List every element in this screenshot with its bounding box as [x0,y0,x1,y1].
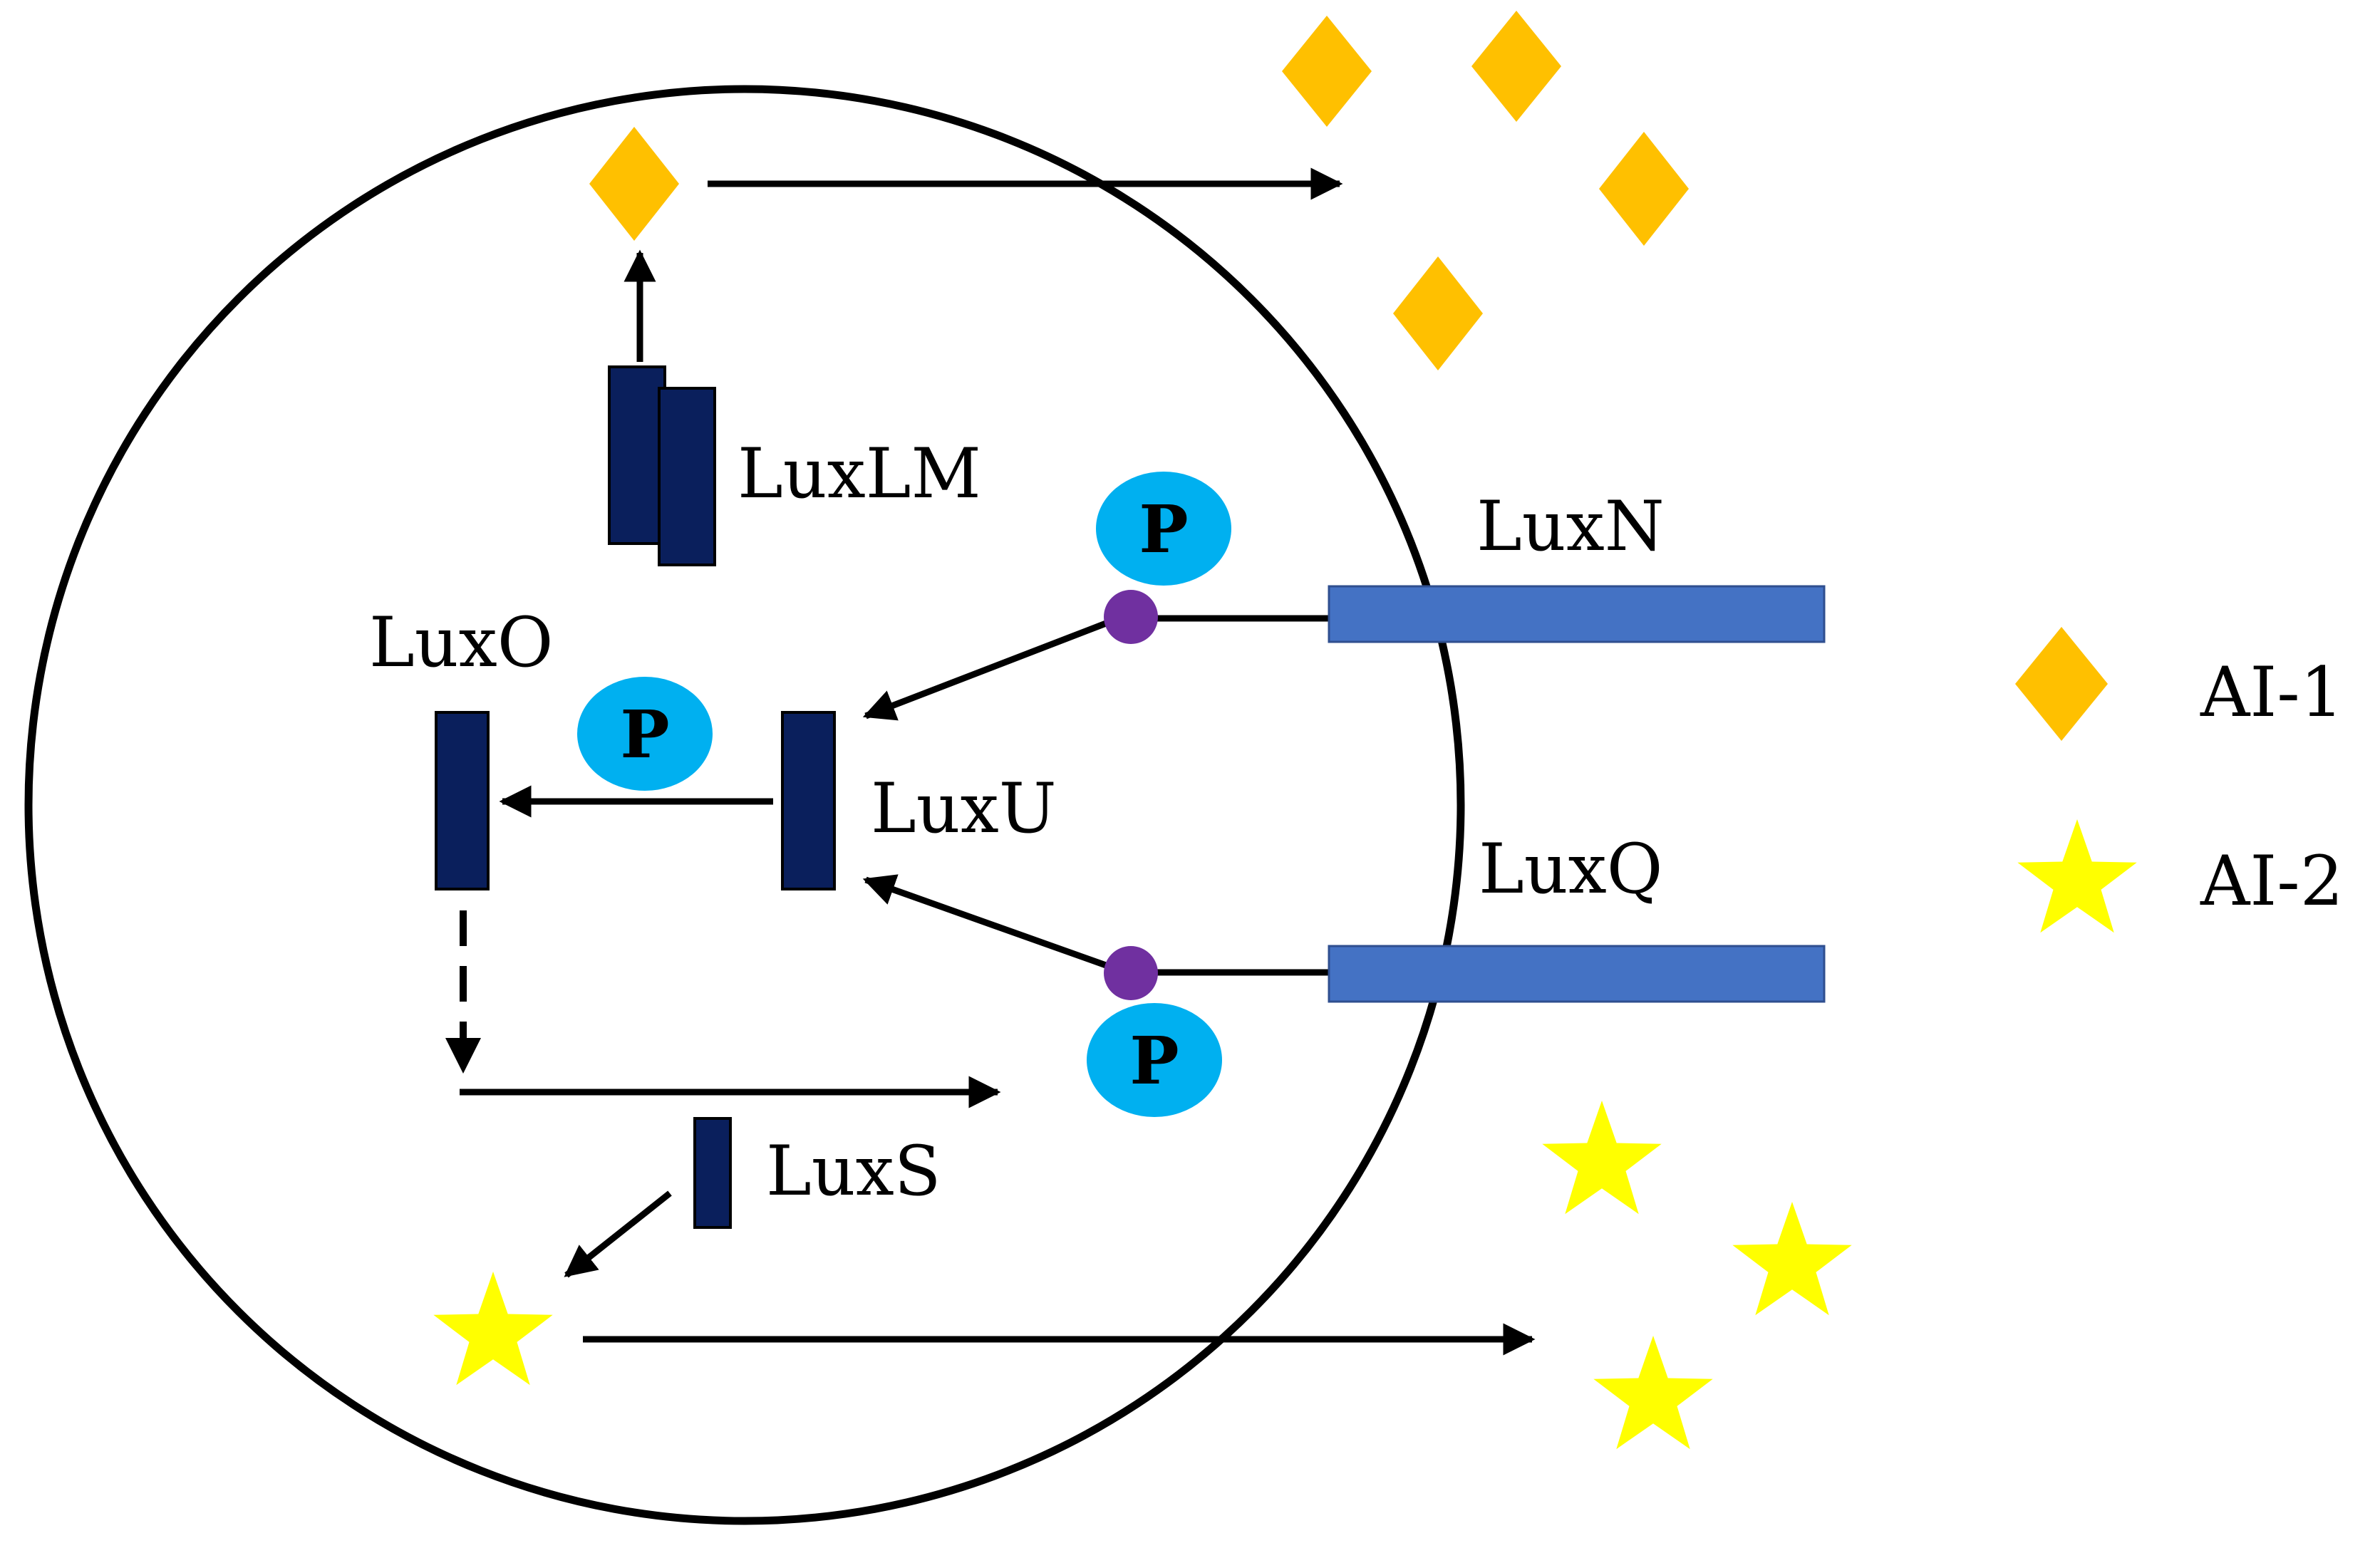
phosphate-luxn: P [1096,472,1231,586]
ai2-star-outside [1732,1202,1852,1316]
luxo-block [435,711,490,890]
luxlm-label: LuxLM [738,434,981,514]
legend: AI-1 AI-2 [2015,627,2344,933]
luxu-block [781,711,836,890]
luxq-receptor [1328,945,1826,1003]
phosphate-luxo: P [577,677,713,791]
luxq-label: LuxQ [1479,829,1662,909]
luxlm-block-front [658,387,716,566]
luxq-node [1104,946,1158,1000]
luxo-label: LuxO [369,603,553,682]
arrow-luxq-to-luxu [862,874,1107,969]
luxlm-block-back [608,365,666,545]
luxs-block [693,1117,732,1229]
legend-ai1-diamond-icon [2015,627,2108,741]
luxs-label: LuxS [766,1131,941,1211]
cell-membrane [24,85,1465,1525]
luxn-node [1104,590,1158,644]
ai1-diamond-outside [1599,132,1689,246]
ai1-diamond-outside [1471,11,1561,122]
ai1-diamond-outside [1282,16,1372,127]
arrow-luxn-to-luxu [862,620,1107,721]
luxn-label: LuxN [1476,487,1665,566]
ai2-stars [433,1101,1852,1450]
phosphate-luxq-label: P [1129,1022,1179,1099]
legend-ai1-label: AI-1 [2200,653,2344,732]
legend-ai2-label: AI-2 [2200,841,2344,921]
ai2-star-inside [433,1272,553,1386]
legend-ai2-star-icon [2017,819,2137,933]
ai2-star-outside [1593,1336,1713,1450]
luxn-receptor [1328,585,1826,643]
phosphate-luxq: P [1087,1003,1222,1117]
ai1-diamond-inside [589,127,679,241]
ai1-diamond-outside [1393,256,1483,370]
phosphate-luxn-label: P [1139,491,1188,568]
luxu-label: LuxU [871,769,1057,848]
ai2-star-outside [1542,1101,1662,1215]
arrow-luxs-to-ai2 [564,1190,672,1278]
legend-ai2-star-shape [2017,819,2137,933]
phosphate-luxo-label: P [620,696,669,773]
